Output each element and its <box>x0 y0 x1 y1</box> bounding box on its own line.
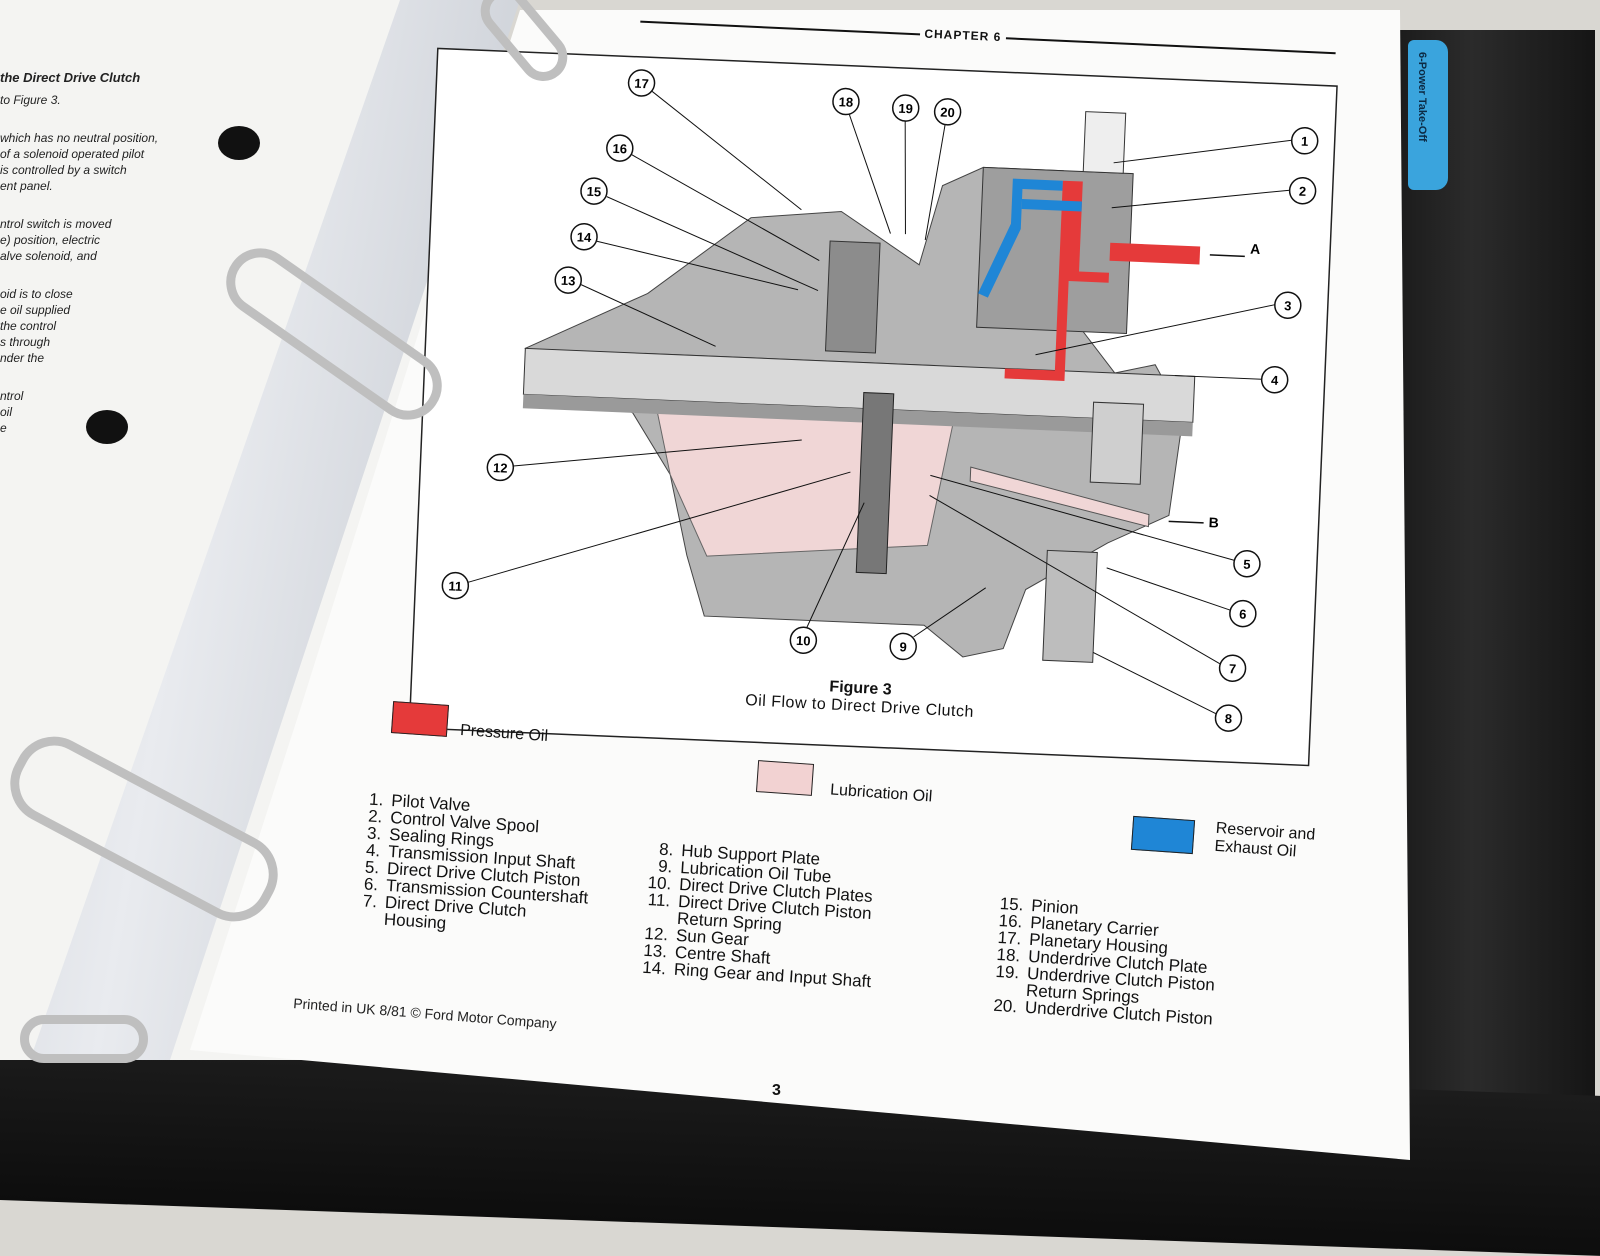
figure-3-diagram: A B 17 18 19 20 16 15 14 13 12 11 10 9 1… <box>399 44 1347 772</box>
punch-hole <box>218 126 260 160</box>
callout-8: 8 <box>1092 651 1243 732</box>
countershaft-bearing <box>1042 549 1098 663</box>
port-b-label: B <box>1208 514 1219 530</box>
svg-text:5: 5 <box>1243 557 1251 572</box>
svg-text:4: 4 <box>1271 373 1280 388</box>
callout-3: 3 <box>1035 291 1302 356</box>
callout-13: 13 <box>554 266 716 347</box>
binder-ring <box>20 1015 148 1063</box>
callout-11: 11 <box>441 471 851 600</box>
left-paragraph: ntrol oil e <box>0 389 24 435</box>
svg-text:7: 7 <box>1229 661 1237 676</box>
svg-text:1: 1 <box>1301 134 1309 149</box>
cutaway-diagram: A B 17 18 19 20 16 15 14 13 12 11 10 9 1… <box>408 47 1338 767</box>
callout-17: 17 <box>627 69 802 211</box>
section-tab-label: 6-Power Take-Off <box>1416 52 1428 142</box>
callout-12: 12 <box>486 439 802 482</box>
binder-cover <box>1390 30 1595 1200</box>
parts-list-col3: 15.Pinion 16.Planetary Carrier 17.Planet… <box>993 894 1220 1029</box>
svg-text:6: 6 <box>1239 606 1247 621</box>
svg-text:17: 17 <box>634 76 649 92</box>
callout-5: 5 <box>930 474 1261 578</box>
reservoir-oil-path <box>978 178 1063 298</box>
callout-7: 7 <box>929 494 1247 682</box>
left-paragraph: to Figure 3. <box>0 93 61 107</box>
callout-16: 16 <box>606 134 820 262</box>
svg-text:14: 14 <box>577 229 593 245</box>
callout-10: 10 <box>789 502 865 654</box>
svg-text:2: 2 <box>1299 184 1307 199</box>
ring-gear <box>824 240 881 354</box>
callout-9: 9 <box>889 587 986 661</box>
bearing <box>1089 401 1145 485</box>
pressure-oil-path <box>1004 180 1110 381</box>
left-heading: the Direct Drive Clutch <box>0 70 141 85</box>
port-a-arrow <box>1209 254 1245 258</box>
left-paragraph: oid is to close e oil supplied the contr… <box>0 287 73 365</box>
callout-15: 15 <box>580 177 819 292</box>
svg-text:20: 20 <box>940 105 955 121</box>
port-a-label: A <box>1250 241 1261 257</box>
legend-swatch-reservoir <box>1130 815 1196 855</box>
svg-text:19: 19 <box>898 101 913 117</box>
pilot-valve <box>1082 111 1127 174</box>
legend-swatch-pressure <box>390 701 450 737</box>
legend-swatch-lubrication <box>755 760 815 796</box>
exhaust-oil-path <box>1021 199 1082 212</box>
svg-text:3: 3 <box>1284 298 1292 313</box>
parts-list-col2: 8.Hub Support Plate 9.Lubrication Oil Tu… <box>641 840 879 992</box>
svg-text:9: 9 <box>899 639 907 654</box>
callout-2: 2 <box>1111 177 1317 209</box>
svg-text:13: 13 <box>561 273 576 289</box>
parts-list-col1: 1.Pilot Valve 2.Control Valve Spool 3.Se… <box>351 790 594 940</box>
callout-1: 1 <box>1113 127 1319 164</box>
callout-18: 18 <box>832 87 891 234</box>
svg-text:11: 11 <box>448 578 462 594</box>
svg-text:15: 15 <box>586 184 601 200</box>
svg-text:12: 12 <box>493 460 508 476</box>
callout-4: 4 <box>1174 365 1289 394</box>
callout-20: 20 <box>924 98 962 241</box>
section-tab[interactable]: 6-Power Take-Off <box>1408 40 1448 190</box>
page-number: 3 <box>772 1082 781 1099</box>
svg-text:8: 8 <box>1225 711 1233 726</box>
lubrication-oil-tube <box>969 466 1150 528</box>
left-paragraph: ntrol switch is moved e) position, elect… <box>0 217 112 263</box>
svg-text:10: 10 <box>796 633 811 649</box>
callout-6: 6 <box>1106 567 1257 628</box>
callout-19: 19 <box>891 94 920 235</box>
punch-hole <box>86 410 128 444</box>
svg-text:18: 18 <box>838 94 853 110</box>
clutch-plates <box>855 392 895 575</box>
port-b-arrow <box>1168 520 1204 524</box>
left-paragraph: which has no neutral position, of a sole… <box>0 131 159 193</box>
left-page-text: the Direct Drive Clutch to Figure 3. whi… <box>0 70 200 458</box>
svg-text:16: 16 <box>612 141 627 157</box>
pressure-oil-inlet <box>1109 242 1201 265</box>
shaft-shadow <box>522 394 1193 437</box>
callout-14: 14 <box>570 222 799 291</box>
